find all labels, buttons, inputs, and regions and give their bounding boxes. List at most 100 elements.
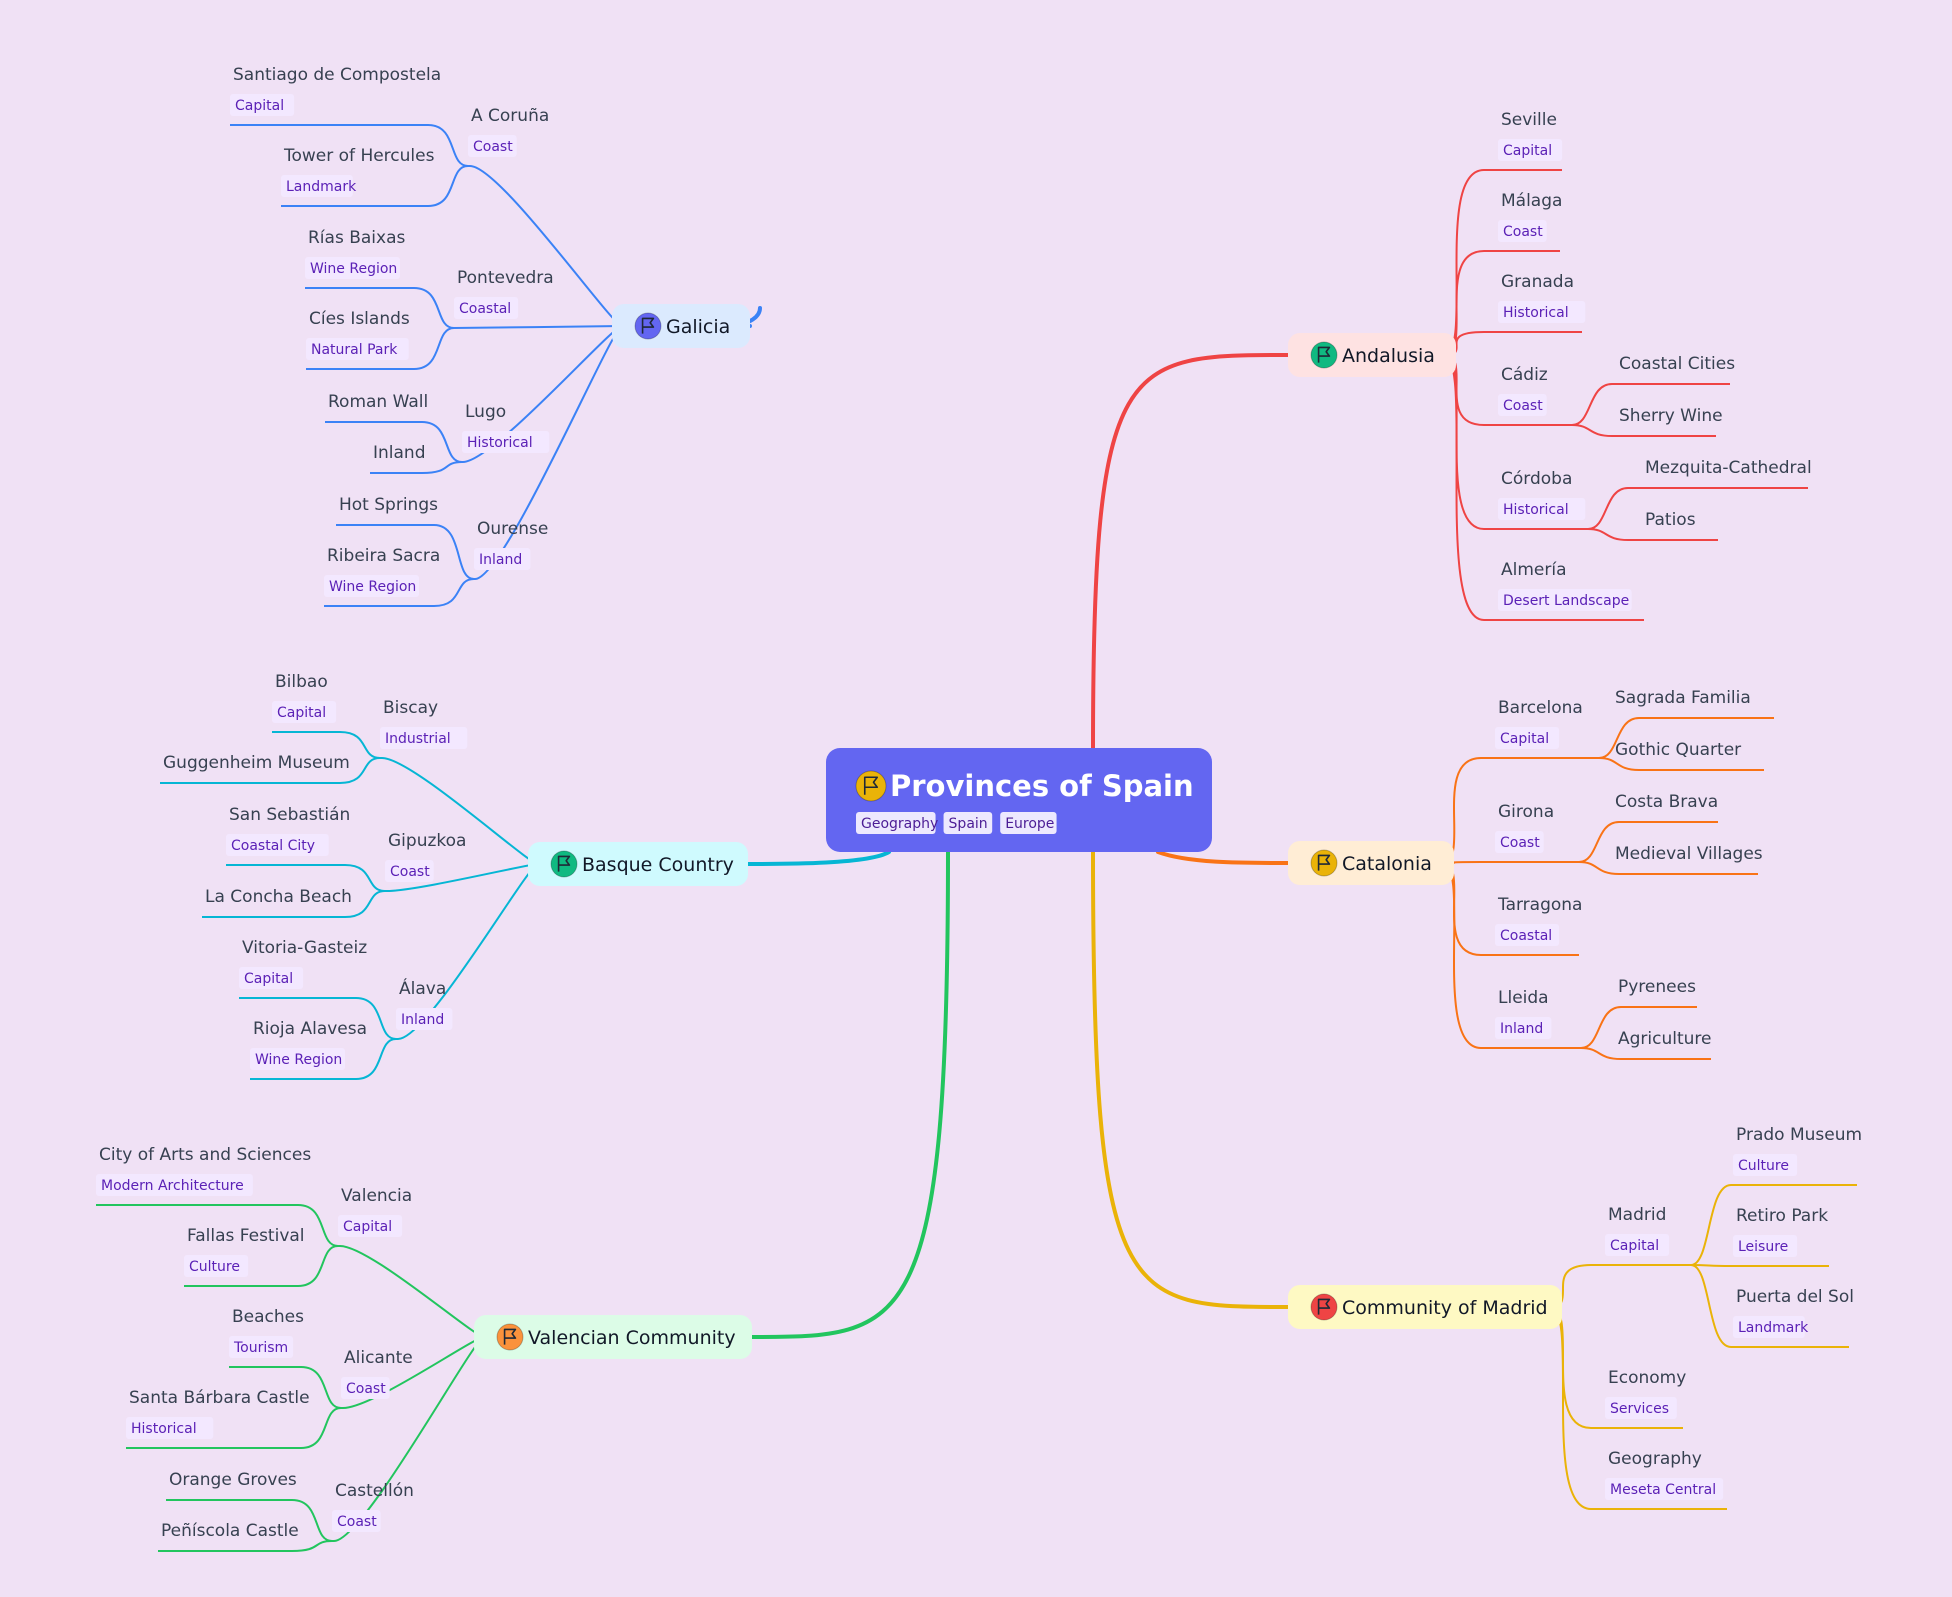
node-label: Alicante bbox=[344, 1348, 413, 1368]
branch-basque-country[interactable]: Basque Country bbox=[528, 842, 748, 886]
branch-link-valencian-community bbox=[750, 850, 950, 1339]
node-tag: Landmark bbox=[1738, 1320, 1809, 1336]
node-mezquita-cathedral[interactable]: Mezquita-Cathedral bbox=[1645, 458, 1812, 478]
branch-flag-icon bbox=[550, 850, 578, 878]
node-sherry-wine[interactable]: Sherry Wine bbox=[1619, 406, 1723, 426]
branch-valencian-community[interactable]: Valencian Community bbox=[474, 1315, 752, 1359]
node-roman-wall[interactable]: Roman Wall bbox=[328, 392, 428, 412]
node-agriculture[interactable]: Agriculture bbox=[1618, 1029, 1712, 1049]
branch-link-basque-country bbox=[746, 850, 891, 866]
node-label: Prado Museum bbox=[1736, 1125, 1862, 1145]
node-label: Tarragona bbox=[1497, 895, 1582, 915]
node-la-concha-beach[interactable]: La Concha Beach bbox=[205, 887, 352, 907]
node-sagrada-familia[interactable]: Sagrada Familia bbox=[1615, 688, 1751, 708]
node-tag: Industrial bbox=[385, 731, 451, 747]
node-medieval-villages[interactable]: Medieval Villages bbox=[1615, 844, 1763, 864]
node-tag: Coast bbox=[1500, 835, 1540, 851]
child-link bbox=[1549, 1306, 1592, 1510]
node-inland[interactable]: Inland bbox=[373, 443, 426, 463]
node-hot-springs[interactable]: Hot Springs bbox=[339, 495, 438, 515]
node-tag: Landmark bbox=[286, 179, 357, 195]
node-label: Tower of Hercules bbox=[283, 146, 435, 166]
node-label: Coastal Cities bbox=[1619, 354, 1735, 374]
node-label: Ourense bbox=[477, 519, 548, 539]
branch-flag-icon bbox=[1310, 1293, 1338, 1321]
node-tag: Historical bbox=[131, 1421, 197, 1437]
node-tag: Capital bbox=[1610, 1238, 1659, 1254]
node-label: Agriculture bbox=[1618, 1029, 1712, 1049]
branch-label: Catalonia bbox=[1342, 853, 1432, 875]
branch-andalusia[interactable]: Andalusia bbox=[1288, 333, 1456, 377]
node-label: Sherry Wine bbox=[1619, 406, 1723, 426]
node-label: Santiago de Compostela bbox=[233, 65, 441, 85]
node-tag: Meseta Central bbox=[1610, 1482, 1716, 1498]
node-tag: Wine Region bbox=[310, 261, 397, 277]
node-costa-brava[interactable]: Costa Brava bbox=[1615, 792, 1718, 812]
branch-catalonia[interactable]: Catalonia bbox=[1288, 841, 1454, 885]
node-coastal-cities[interactable]: Coastal Cities bbox=[1619, 354, 1735, 374]
node-tag: Culture bbox=[1738, 1158, 1789, 1174]
node-label: Puerta del Sol bbox=[1736, 1287, 1854, 1307]
node-tag: Historical bbox=[1503, 502, 1569, 518]
svg-text:Spain: Spain bbox=[949, 816, 988, 832]
branch-galicia[interactable]: Galicia bbox=[612, 304, 750, 348]
child-link bbox=[339, 1245, 485, 1338]
branch-community-of-madrid[interactable]: Community of Madrid bbox=[1288, 1285, 1562, 1329]
node-tag: Capital bbox=[244, 971, 293, 987]
node-tag: Coast bbox=[346, 1381, 386, 1397]
node-tag: Inland bbox=[479, 552, 522, 568]
node-tag: Wine Region bbox=[329, 579, 416, 595]
node-orange-groves[interactable]: Orange Groves bbox=[169, 1470, 297, 1490]
node-label: Retiro Park bbox=[1736, 1206, 1828, 1226]
node-gothic-quarter[interactable]: Gothic Quarter bbox=[1615, 740, 1741, 760]
connector-lines bbox=[96, 124, 1857, 1552]
node-guggenheim-museum[interactable]: Guggenheim Museum bbox=[163, 753, 350, 773]
node-label: Lleida bbox=[1498, 988, 1549, 1008]
node-patios[interactable]: Patios bbox=[1645, 510, 1696, 530]
node-pyrenees[interactable]: Pyrenees bbox=[1618, 977, 1696, 997]
branch-link-community-of-madrid bbox=[1091, 850, 1290, 1309]
node-label: Cíes Islands bbox=[309, 309, 410, 329]
node-peniscola-castle[interactable]: Peñíscola Castle bbox=[161, 1521, 299, 1541]
